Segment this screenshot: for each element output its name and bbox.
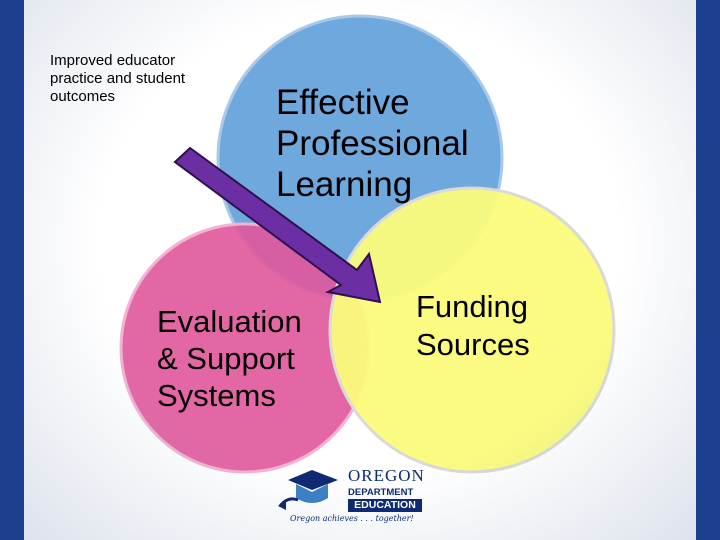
funding-sources-label: Funding Sources <box>416 289 530 363</box>
logo-oregon-text: OREGON <box>348 466 425 485</box>
oregon-doe-logo: OREGON DEPARTMENT OF EDUCATION Oregon ac… <box>276 466 426 528</box>
arrow-icon <box>173 146 382 304</box>
logo-education-text: EDUCATION <box>348 499 422 512</box>
graduation-cap-icon <box>278 470 338 510</box>
outcomes-note: Improved educator practice and student o… <box>50 52 186 105</box>
evaluation-support-label: Evaluation & Support Systems <box>157 304 302 414</box>
professional-learning-label: Effective Professional Learning <box>276 83 469 204</box>
logo-tagline: Oregon achieves . . . together! <box>290 514 414 523</box>
circle-funding-sources <box>328 186 616 474</box>
